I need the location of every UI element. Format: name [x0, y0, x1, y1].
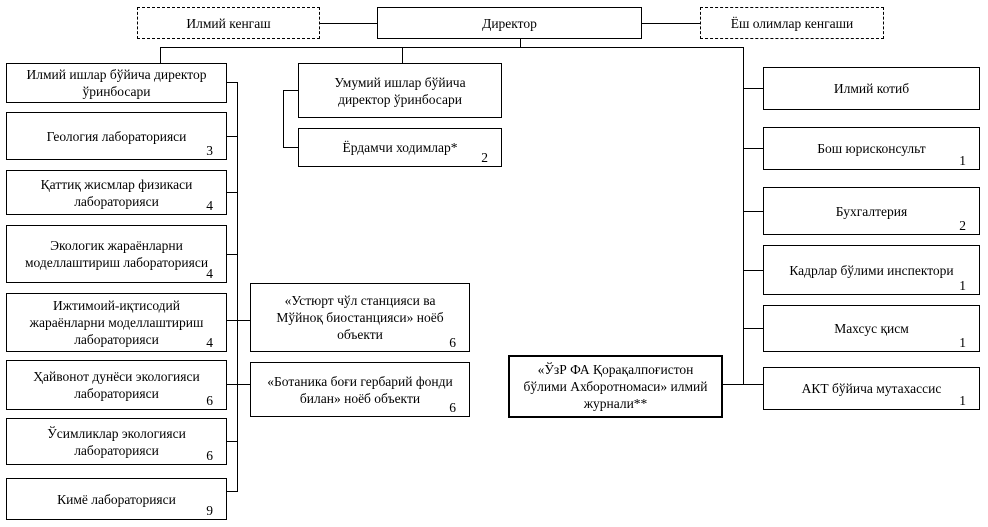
connector-stub-chemistry [227, 491, 237, 492]
connector-stub-socioeconomic-ustyurt [227, 320, 250, 321]
box-ict-specialist: АКТ бўйича мутахассис 1 [763, 367, 980, 410]
connector-stub-secretary [743, 88, 763, 89]
box-label: Қаттиқ жисмлар физикаси лабораторияси [40, 176, 193, 209]
box-socioeconomic-modeling-lab: Ижтимоий-иқтисодий жараёнларни моделлашт… [6, 293, 227, 352]
box-label: Илмий ишлар бўйича директор ўринбосари [26, 67, 207, 99]
box-scientific-council: Илмий кенгаш [137, 7, 320, 39]
box-label: «ЎзР ФА Қорақалпоғистон бўлими Ахборотно… [523, 362, 708, 411]
staff-count: 2 [481, 150, 488, 165]
connector-stub-deputy-science [227, 82, 237, 83]
box-support-staff: Ёрдамчи ходимлар* 2 [298, 128, 502, 167]
box-special-unit: Махсус қисм 1 [763, 305, 980, 352]
staff-count: 3 [206, 143, 213, 158]
box-label: Ҳайвонот дунёси экологияси лабораторияси [33, 369, 200, 401]
staff-count: 1 [959, 153, 966, 168]
connector-stub-animal-botanical [227, 384, 250, 385]
box-solid-state-physics-lab: Қаттиқ жисмлар физикаси лабораторияси 4 [6, 170, 227, 215]
box-label: Кадрлар бўлими инспектори [789, 262, 954, 278]
connector-stub-plant-ecology [227, 441, 237, 442]
staff-count: 6 [206, 448, 213, 463]
staff-count: 2 [959, 218, 966, 233]
connector-bracket-top [283, 90, 298, 91]
box-label: Ўсимликлар экологияси лабораторияси [47, 425, 186, 458]
connector-right-trunk [743, 47, 744, 384]
box-label: «Ботаника боғи гербарий фонди билан» ноё… [267, 373, 453, 406]
staff-count: 4 [206, 335, 213, 350]
box-director: Директор [377, 7, 642, 39]
box-accounting: Бухгалтерия 2 [763, 187, 980, 235]
connector-stub-eco-modeling [227, 254, 237, 255]
connector-stub-accounting [743, 211, 763, 212]
staff-count: 6 [449, 400, 456, 415]
connector-journal-ict [723, 384, 763, 385]
staff-count: 6 [449, 335, 456, 350]
box-hr-inspector: Кадрлар бўлими инспектори 1 [763, 245, 980, 295]
connector-drop-deputy-general [402, 47, 403, 63]
connector-director-young-council [642, 23, 700, 24]
box-label: Геология лабораторияси [46, 128, 187, 144]
connector-council-director [320, 23, 377, 24]
connector-stub-legal [743, 148, 763, 149]
box-plant-ecology-lab: Ўсимликлар экологияси лабораторияси 6 [6, 418, 227, 465]
staff-count: 4 [206, 198, 213, 213]
box-journal: «ЎзР ФА Қорақалпоғистон бўлими Ахборотно… [508, 355, 723, 418]
box-label: Ижтимоий-иқтисодий жараёнларни моделлашт… [29, 298, 204, 347]
box-deputy-director-science: Илмий ишлар бўйича директор ўринбосари [6, 63, 227, 103]
box-label: Бухгалтерия [835, 203, 908, 219]
connector-drop-deputy-science [160, 47, 161, 63]
staff-count: 1 [959, 335, 966, 350]
staff-count: 4 [206, 266, 213, 281]
box-ustyurt-station: «Устюрт чўл станцияси ва Мўйноқ биостанц… [250, 283, 470, 352]
box-botanical-garden: «Ботаника боғи гербарий фонди билан» ноё… [250, 362, 470, 417]
box-animal-ecology-lab: Ҳайвонот дунёси экологияси лабораторияси… [6, 360, 227, 410]
staff-count: 1 [959, 393, 966, 408]
staff-count: 9 [206, 503, 213, 518]
box-label: «Устюрт чўл станцияси ва Мўйноқ биостанц… [276, 293, 444, 342]
connector-stub-solid-state [227, 192, 237, 193]
connector-bracket-deputy-general [283, 90, 284, 148]
box-label: Илмий кенгаш [186, 15, 271, 31]
box-label: Ёрдамчи ходимлар* [342, 140, 458, 155]
box-label: Умумий ишлар бўйича директор ўринбосари [334, 74, 466, 107]
box-label: Ёш олимлар кенгаши [730, 15, 854, 31]
box-label: АКТ бўйича мутахассис [801, 381, 942, 396]
box-chemistry-lab: Кимё лабораторияси 9 [6, 478, 227, 520]
box-scientific-secretary: Илмий котиб [763, 67, 980, 110]
box-geology-lab: Геология лабораторияси 3 [6, 112, 227, 160]
box-label: Директор [482, 15, 537, 31]
staff-count: 6 [206, 393, 213, 408]
connector-director-drop [520, 39, 521, 47]
staff-count: 1 [959, 278, 966, 293]
box-label: Илмий котиб [833, 81, 910, 96]
connector-left-trunk [237, 82, 238, 492]
connector-stub-hr [743, 270, 763, 271]
box-young-scientists-council: Ёш олимлар кенгаши [700, 7, 884, 39]
box-chief-legal-counsel: Бош юрисконсульт 1 [763, 127, 980, 170]
box-ecological-modeling-lab: Экологик жараёнларни моделлаштириш лабор… [6, 225, 227, 283]
box-label: Кимё лабораторияси [57, 491, 176, 507]
connector-stub-special-unit [743, 328, 763, 329]
box-label: Экологик жараёнларни моделлаштириш лабор… [24, 238, 209, 270]
box-label: Бош юрисконсульт [817, 141, 926, 156]
connector-distributor [160, 47, 744, 48]
connector-bracket-bottom [283, 147, 298, 148]
box-label: Махсус қисм [834, 321, 909, 336]
connector-stub-geology [227, 136, 237, 137]
box-deputy-director-general: Умумий ишлар бўйича директор ўринбосари [298, 63, 502, 118]
